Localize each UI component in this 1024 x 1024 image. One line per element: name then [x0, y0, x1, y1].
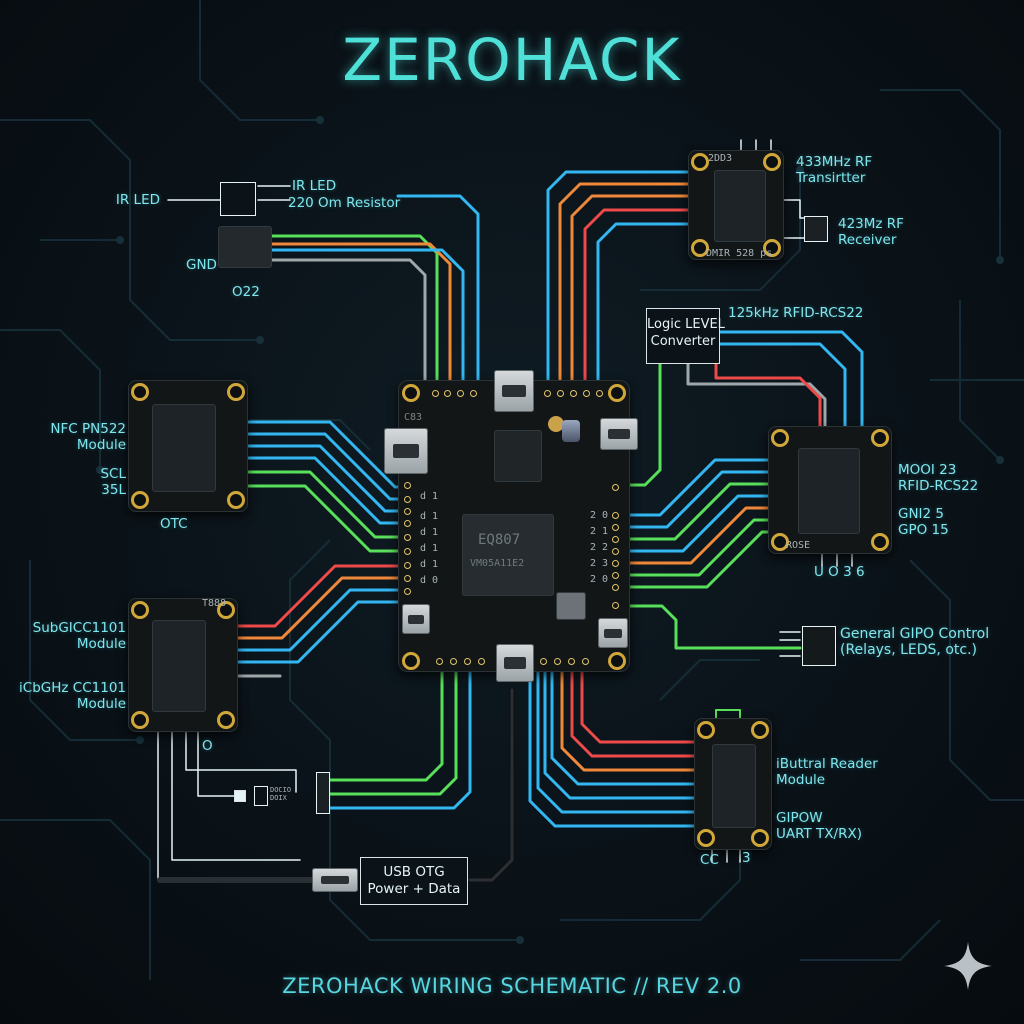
mount-hole [771, 533, 789, 551]
main-row-label: 2 0 [590, 510, 609, 521]
subghz-chip [152, 620, 206, 712]
usb-otg-box: USB OTG Power + Data [360, 857, 468, 905]
subghz-silk-top: T888 [202, 598, 227, 609]
o-label: O [202, 738, 213, 754]
mount-hole [131, 601, 149, 619]
mount-hole [771, 429, 789, 447]
rf-receiver-label: 423Mz RF Receiver [838, 216, 904, 248]
mount-hole [217, 711, 235, 729]
ir-led-icon [220, 182, 256, 216]
mount-hole [751, 829, 769, 847]
main-row-label: d 1 [420, 527, 439, 538]
mount-hole [131, 383, 149, 401]
main-row-label: d 1 [420, 511, 439, 522]
main-chip-label: EQ807 [478, 532, 521, 548]
mount-hole [691, 153, 709, 171]
o22-label: O22 [232, 284, 260, 300]
mount-hole [217, 601, 235, 619]
ibutton-chip [712, 744, 756, 828]
main-chip-sub-label: VM05A11E2 [470, 558, 525, 569]
ir-driver-chip [218, 226, 272, 268]
iox-label: DOCIO DOIX [270, 786, 292, 802]
main-silk-left: C83 [404, 412, 423, 423]
usb-connector-icon [312, 868, 358, 892]
main-row-label: 2 2 [590, 542, 609, 553]
rf-tx-silk-bottom: DMIR 528 ps [706, 248, 773, 259]
mount-hole [131, 491, 149, 509]
footer-caption: ZEROHACK WIRING SCHEMATIC // REV 2.0 [282, 974, 742, 998]
main-usb-left [384, 428, 428, 474]
gpio-header-connector [802, 626, 836, 666]
cc-label: CC [700, 852, 719, 868]
icbghz-label: iCbGHz CC1101 Module [19, 680, 126, 712]
mount-hole [227, 491, 245, 509]
three-label: 3 [742, 850, 751, 866]
mooi-label: MOOI 23 RFID-RCS22 [898, 462, 979, 494]
ir-led-left-label: IR LED [115, 192, 160, 208]
mount-hole [763, 153, 781, 171]
main-row-label: d 1 [420, 491, 439, 502]
mount-hole [697, 829, 715, 847]
mount-hole [763, 239, 781, 257]
logic-level-converter: Logic LEVEL Converter [646, 308, 725, 364]
main-usb-bottom-left [402, 604, 430, 634]
mount-hole [608, 652, 626, 670]
main-row-label: 2 0 [590, 574, 609, 585]
mount-hole [871, 533, 889, 551]
mount-hole [871, 429, 889, 447]
main-usb-right [600, 418, 638, 450]
rfid-chip [798, 448, 860, 534]
rf-receiver-connector [804, 216, 828, 242]
mount-hole [402, 652, 420, 670]
otc-label: OTC [160, 516, 188, 532]
main-usb-top [494, 370, 534, 412]
main-row-label: 2 3 [590, 558, 609, 569]
mount-hole [751, 721, 769, 739]
ibutton-label: iButtral Reader Module [776, 756, 878, 788]
page-title: ZEROHACK [342, 26, 682, 94]
subghz-jumper [254, 786, 268, 806]
mount-hole [227, 383, 245, 401]
nfc-label: NFC PN522 Module [50, 421, 126, 453]
rf-transmitter-label: 433MHz RF Transirtter [796, 154, 873, 186]
ir-led-label: IR LED [292, 178, 337, 194]
main-row-label: d 1 [420, 559, 439, 570]
rfid-silk-bottom: ROSE [786, 540, 811, 551]
header-connector-icon [316, 772, 330, 814]
sparkle-icon [944, 942, 992, 990]
main-crystal [548, 416, 564, 432]
main-inductor [556, 592, 586, 620]
rf-tx-silk-top: 2DD3 [708, 153, 733, 164]
scl-label: SCL 35L [100, 466, 126, 498]
resistor-label: 220 Om Resistor [288, 195, 401, 211]
gnd-label: GND [186, 257, 217, 273]
main-usb-bottom-right [598, 618, 628, 648]
main-row-label: 2 1 [590, 526, 609, 537]
mount-hole [402, 384, 420, 402]
subghz-label: SubGICC1101 Module [32, 620, 126, 652]
mount-hole [131, 711, 149, 729]
gipow-label: GIPOW UART TX/RX) [776, 810, 862, 842]
main-usb-bottom [496, 644, 534, 682]
nfc-chip [152, 404, 216, 492]
main-regulator-chip [494, 430, 542, 482]
rf-transmitter-chip [714, 170, 766, 242]
main-row-label: d 1 [420, 543, 439, 554]
gpio-control-label: General GIPO Control (Relays, LEDS, otc.… [840, 626, 990, 658]
main-mcu-chip [462, 514, 554, 596]
gni2-label: GNI2 5 GPO 15 [898, 506, 949, 538]
main-capacitor [562, 420, 580, 442]
main-row-label: d 0 [420, 575, 439, 586]
rfid-pins-label: U O 3 6 [814, 564, 865, 580]
rfid-125khz-label: 125kHz RFID-RCS22 [728, 305, 864, 321]
mount-hole [691, 239, 709, 257]
mount-hole [697, 721, 715, 739]
mount-hole [608, 384, 626, 402]
subghz-antenna-connector [234, 790, 246, 802]
